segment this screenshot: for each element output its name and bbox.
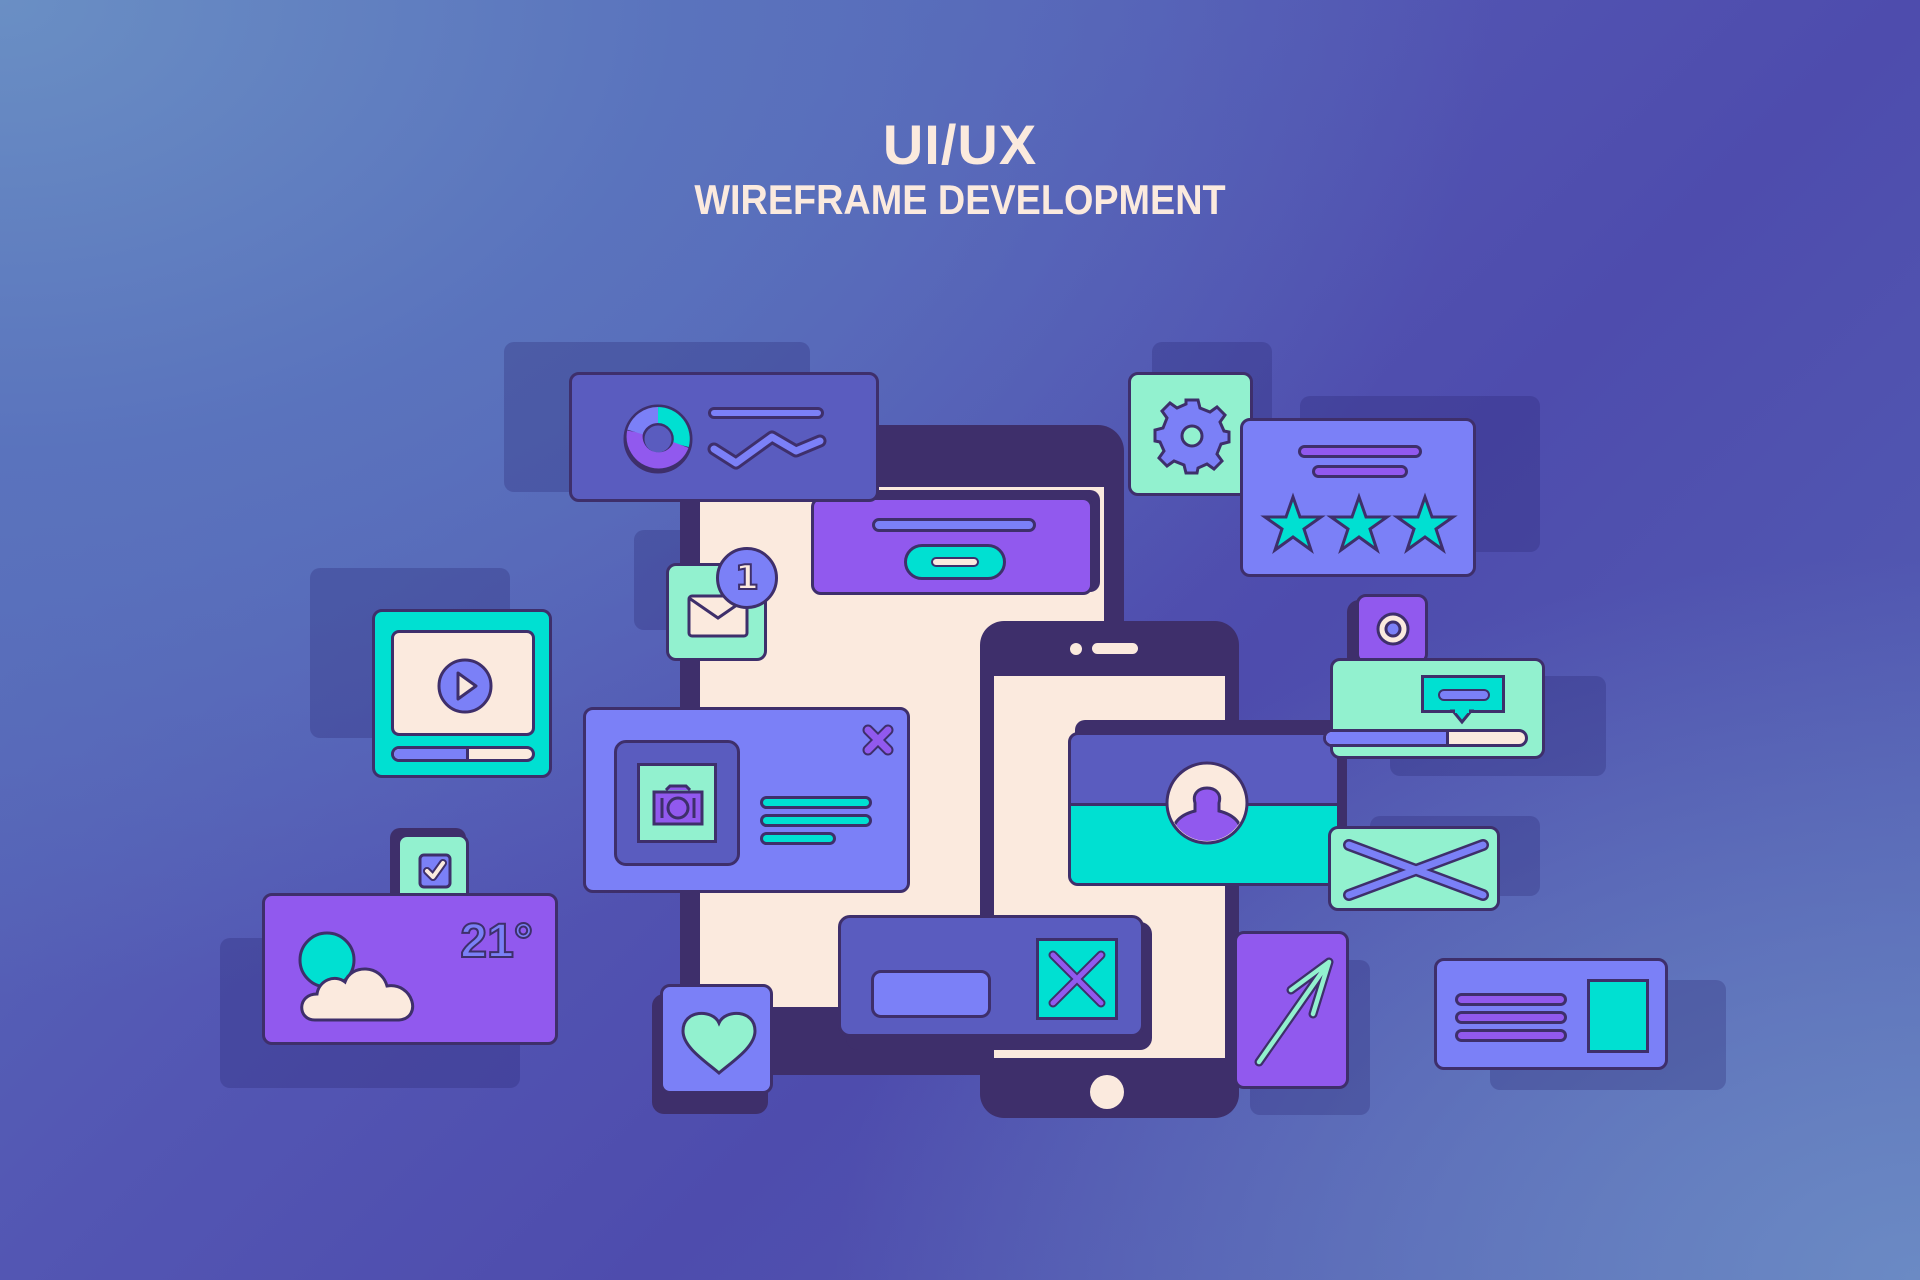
record-icon xyxy=(1376,612,1410,646)
progress-card xyxy=(1323,658,1545,759)
media-thumb[interactable] xyxy=(637,763,717,843)
donut-chart-icon xyxy=(623,404,693,474)
article-text-line-2 xyxy=(1455,1011,1567,1024)
arrow-icon xyxy=(1254,957,1334,1067)
star-icon[interactable] xyxy=(1392,492,1458,554)
dialog-card xyxy=(838,915,1144,1037)
article-text-line-3 xyxy=(1455,1029,1567,1042)
media-card xyxy=(583,707,910,893)
rating-text-line-1 xyxy=(1298,445,1422,458)
star-icon[interactable] xyxy=(1326,492,1392,554)
settings-card[interactable] xyxy=(1128,372,1253,496)
close-icon[interactable] xyxy=(862,724,894,756)
weather-card: 21° xyxy=(262,893,558,1045)
video-progress-bar[interactable] xyxy=(391,746,535,762)
notification-badge: 1 xyxy=(716,547,778,609)
analytics-text-line xyxy=(708,407,824,419)
rating-text-line-2 xyxy=(1312,465,1408,478)
weather-temperature: 21° xyxy=(459,914,534,969)
progress-fill xyxy=(1326,732,1449,744)
media-thumb-frame xyxy=(614,740,740,866)
user-icon[interactable] xyxy=(1165,761,1249,845)
play-icon[interactable] xyxy=(436,657,494,715)
line-chart-icon xyxy=(707,430,827,470)
dialog-close-box[interactable] xyxy=(1036,938,1118,1020)
image-placeholder-card xyxy=(1328,826,1500,911)
cta-card xyxy=(811,497,1093,595)
cta-button-label-line xyxy=(931,557,979,567)
video-screen[interactable] xyxy=(391,630,535,736)
record-widget[interactable] xyxy=(1356,594,1428,664)
page-title: UI/UX xyxy=(882,113,1038,176)
media-text-line-3 xyxy=(760,832,836,845)
star-icon[interactable] xyxy=(1260,492,1326,554)
checkbox-icon[interactable] xyxy=(418,853,452,889)
rating-card xyxy=(1240,418,1476,577)
media-text-line-1 xyxy=(760,796,872,809)
cta-button[interactable] xyxy=(904,544,1006,580)
video-progress-fill xyxy=(394,749,469,759)
share-widget[interactable] xyxy=(1234,931,1349,1089)
analytics-card xyxy=(569,372,879,502)
tooltip-bubble xyxy=(1421,675,1505,713)
weather-icon xyxy=(298,931,415,1022)
article-card xyxy=(1434,958,1668,1070)
phone-camera-dot xyxy=(1070,643,1082,655)
article-text-line-1 xyxy=(1455,993,1567,1006)
tooltip-pointer xyxy=(1449,709,1475,725)
video-player-card xyxy=(372,609,552,778)
page-subtitle: WIREFRAME DEVELOPMENT xyxy=(694,176,1226,223)
phone-home-button xyxy=(1090,1075,1124,1109)
progress-bar[interactable] xyxy=(1323,729,1528,747)
heart-icon xyxy=(681,1011,757,1075)
profile-card xyxy=(1068,732,1340,886)
media-text-line-2 xyxy=(760,814,872,827)
cta-card-text-line xyxy=(872,518,1036,532)
camera-icon xyxy=(652,784,704,826)
image-placeholder-icon xyxy=(1343,839,1489,901)
tooltip-text-line xyxy=(1438,689,1490,701)
close-icon xyxy=(1048,950,1106,1008)
phone-speaker xyxy=(1092,643,1138,654)
like-widget[interactable] xyxy=(660,984,773,1094)
dialog-button[interactable] xyxy=(871,970,991,1018)
gear-icon xyxy=(1153,398,1231,475)
article-image xyxy=(1587,979,1649,1053)
